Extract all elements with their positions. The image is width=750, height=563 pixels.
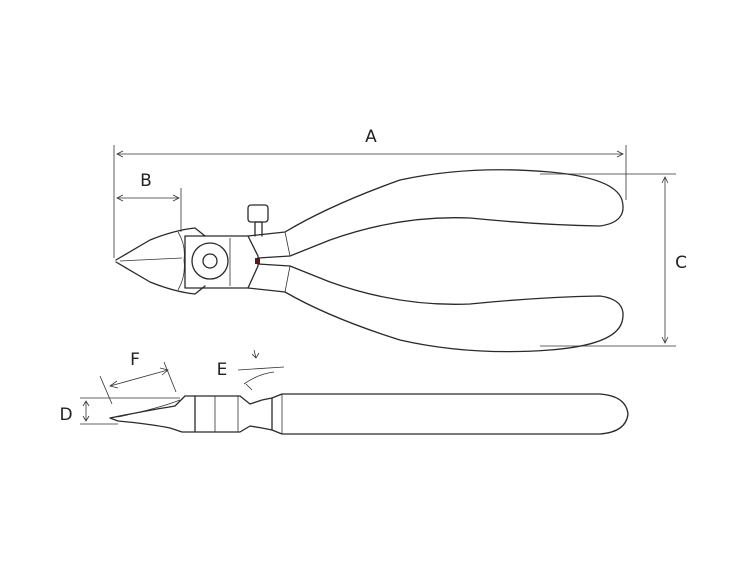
label-f: F [130,350,140,370]
dimension-e [237,349,285,391]
side-joint [194,395,273,433]
jaw-bevel [177,231,185,291]
label-d: D [59,405,72,425]
pivot-outer [191,242,229,280]
label-b: B [140,171,152,191]
dimension-d [80,397,180,425]
side-handle [271,393,629,435]
plier-side-view [109,393,629,435]
label-a: A [365,127,377,147]
handle-upper-collar [284,231,291,257]
screw [254,221,263,237]
jaw-upper [115,227,206,261]
handle-upper [247,169,624,259]
side-jaw [109,395,196,433]
side-jaw-edge [117,399,181,418]
label-e: E [217,360,228,380]
jaw-lower [115,261,206,295]
dimension-c [540,173,676,347]
dimension-b [116,188,182,232]
jaw-blade-edge [119,257,183,262]
pivot-spring-mark [255,258,260,264]
plier-top-view [115,169,624,353]
label-c: C [675,253,687,273]
joint-body [184,235,259,289]
pivot-rivet [202,253,218,269]
dimension-f [99,361,177,405]
dimension-a [113,145,627,258]
handle-lower [247,263,624,353]
handle-lower-collar [284,265,291,293]
screw-head [247,204,269,223]
